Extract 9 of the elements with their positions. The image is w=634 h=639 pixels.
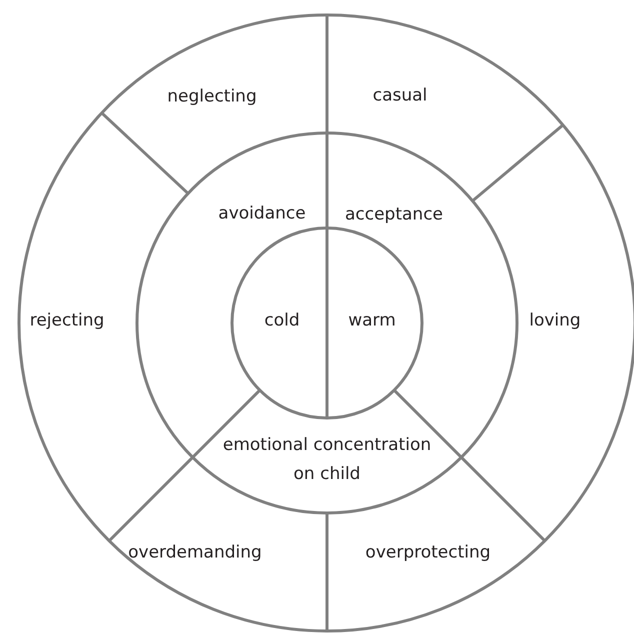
sector-label: cold [242,306,322,336]
sector-label: acceptance [334,200,454,230]
sector-label: avoidance [202,200,322,228]
sector-label: overprotecting [343,538,513,568]
sector-label: rejecting [12,306,122,336]
sector-label: emotional concentration on child [220,431,434,489]
sector-label: loving [500,306,610,336]
sector-label: overdemanding [110,538,280,568]
sector-label: warm [332,306,412,336]
